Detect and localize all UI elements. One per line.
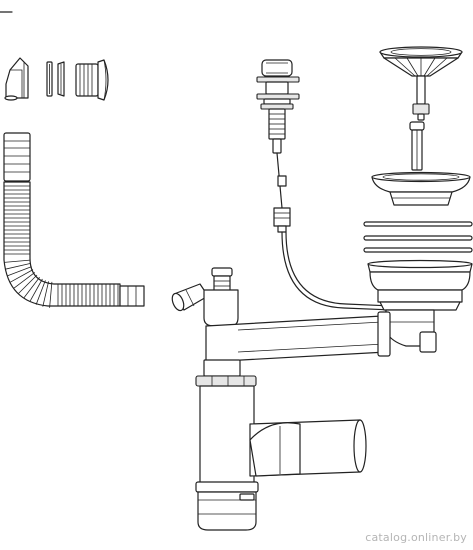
conical-gasket [57,61,65,97]
bottle-trap [171,267,391,531]
strainer-stem [409,121,425,171]
union-nut [75,59,109,101]
sink-outlet-flange [371,171,471,206]
flexible-corrugated-hose [3,132,145,307]
hose-rib [42,281,49,307]
hose-rib [7,266,32,277]
hose-rib [5,263,31,270]
hose-rib [18,274,38,294]
outlet-body [367,259,473,353]
overflow-push-knob [256,59,300,154]
hose-rib [49,281,53,308]
hose-rib [35,280,46,305]
flat-gasket [46,61,53,97]
angled-nozzle [4,57,29,101]
hose-rib [23,276,40,299]
flange-gaskets [363,221,473,253]
basket-strainer [379,46,463,121]
hose-rib [10,269,34,283]
hose-rib [29,278,43,302]
hose-rib [4,259,31,263]
hose-corrugation-ribs [4,185,119,308]
watermark-text: catalog.onliner.by [365,531,467,544]
hose-rib [13,272,36,289]
